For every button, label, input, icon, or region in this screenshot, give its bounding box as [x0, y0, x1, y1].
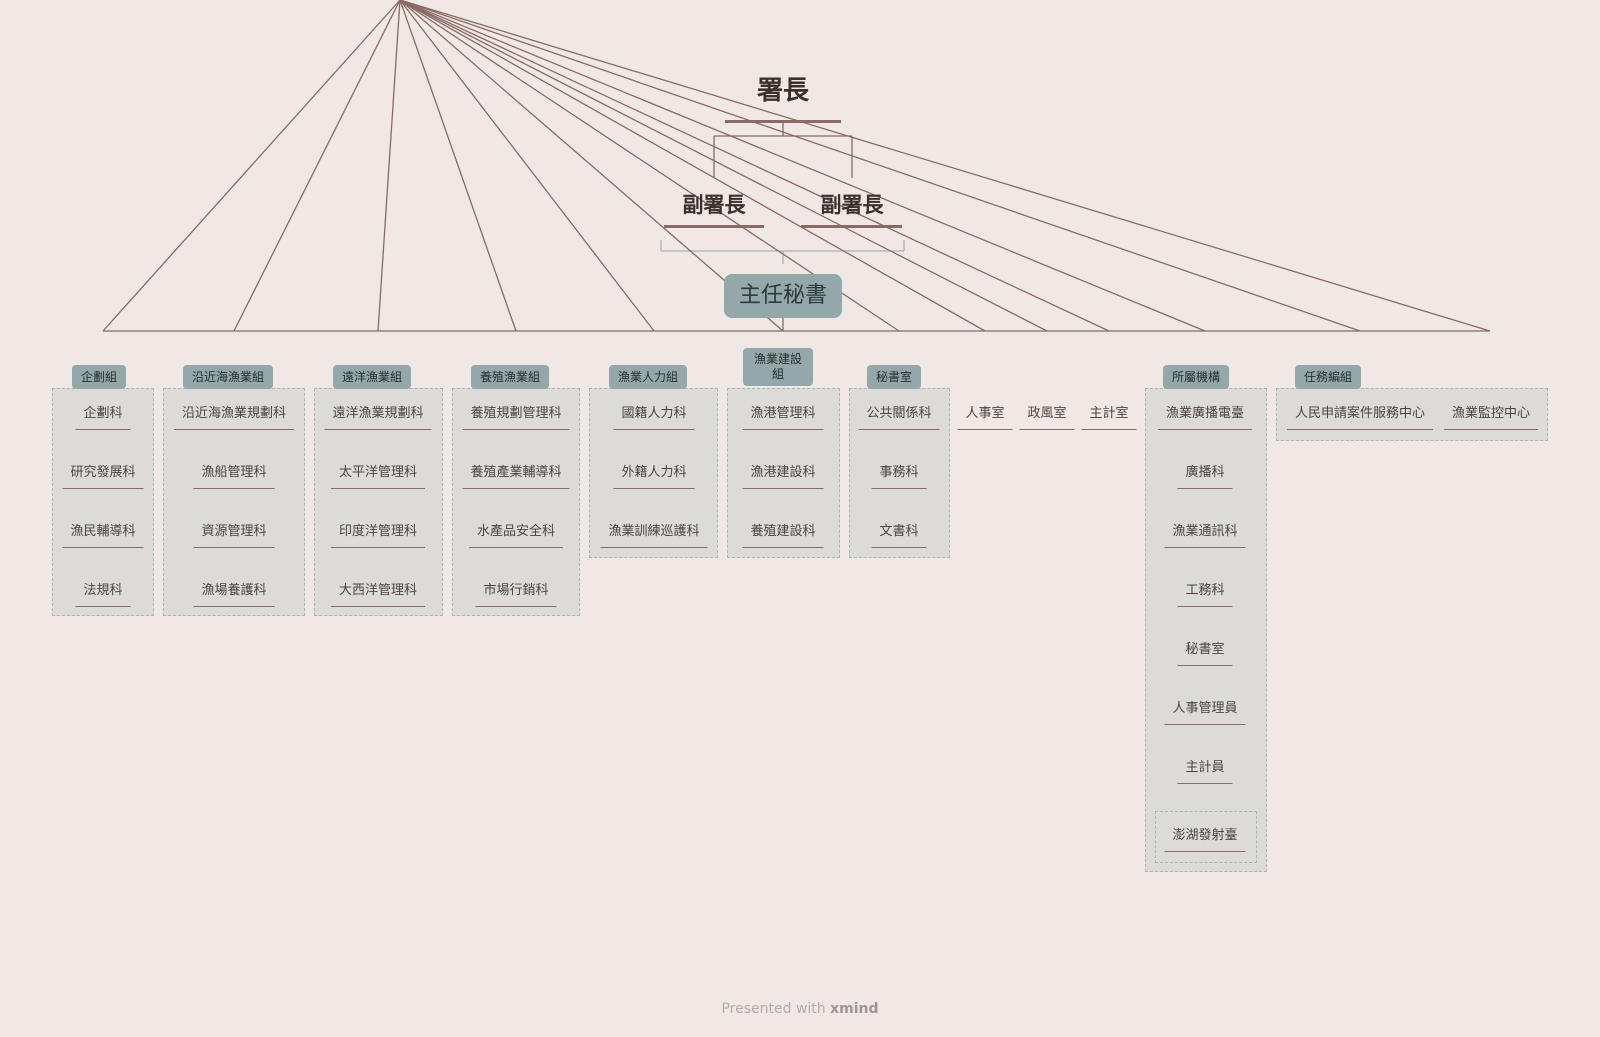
division-item: 研究發展科	[62, 464, 144, 489]
connector-line	[399, 0, 1048, 332]
connector-line	[399, 0, 784, 332]
division-item: 外籍人力科	[613, 464, 695, 489]
xmind-logo: xmind	[830, 1001, 879, 1017]
footer-credit: Presented with xmind	[721, 1001, 878, 1017]
group-box-penghu	[1155, 811, 1257, 863]
connector-line	[399, 0, 1110, 332]
group-box-manpower	[589, 388, 718, 558]
division-item: 遠洋漁業規劃科	[324, 405, 432, 430]
group-box-aquaculture	[452, 388, 580, 616]
director-title: 署長	[756, 76, 810, 106]
connector-line	[399, 0, 655, 332]
task-force-item: 人民申請案件服務中心	[1286, 405, 1434, 430]
division-header: 企劃組	[71, 365, 127, 389]
affiliated-item: 工務科	[1177, 582, 1233, 607]
division-item: 事務科	[871, 464, 927, 489]
deputy-underline-1	[664, 225, 764, 228]
division-header: 遠洋漁業組	[332, 365, 412, 389]
division-item: 企劃科	[75, 405, 131, 430]
affiliated-item: 漁業廣播電臺	[1157, 405, 1253, 430]
office-item: 政風室	[1019, 405, 1075, 430]
connector-line	[399, 0, 1206, 332]
division-item: 市場行銷科	[475, 582, 557, 607]
deputy-underline-2	[801, 225, 902, 228]
division-item: 養殖建設科	[742, 523, 824, 548]
affiliated-item: 主計員	[1177, 759, 1233, 784]
group-box-affiliated	[1145, 388, 1267, 872]
affiliated-header: 所屬機構	[1162, 365, 1230, 389]
division-item: 印度洋管理科	[330, 523, 426, 548]
director-underline	[725, 120, 841, 123]
connector-line	[377, 0, 401, 332]
group-box-secretariat	[849, 388, 950, 558]
group-box-deep-sea	[314, 388, 443, 616]
connector-line	[399, 0, 517, 332]
group-box-coastal	[163, 388, 305, 616]
connector-line	[102, 0, 401, 332]
division-item: 資源管理科	[193, 523, 275, 548]
deputy-director-1: 副署長	[682, 193, 746, 217]
division-item: 文書科	[871, 523, 927, 548]
affiliated-item: 廣播科	[1177, 464, 1233, 489]
connector-line	[399, 0, 1491, 332]
affiliated-item: 人事管理員	[1164, 700, 1246, 725]
chief-secretary: 主任秘書	[724, 274, 842, 318]
division-header: 沿近海漁業組	[182, 365, 274, 389]
connector-line	[399, 0, 1361, 332]
division-item: 漁港建設科	[742, 464, 824, 489]
affiliated-item: 秘書室	[1177, 641, 1233, 666]
office-item: 主計室	[1081, 405, 1137, 430]
division-item: 漁港管理科	[742, 405, 824, 430]
division-item: 沿近海漁業規劃科	[173, 405, 295, 430]
division-item: 國籍人力科	[613, 405, 695, 430]
affiliated-item: 漁業通訊科	[1164, 523, 1246, 548]
division-item: 法規科	[75, 582, 131, 607]
footer-prefix: Presented with	[721, 1001, 826, 1017]
division-item: 公共關係科	[858, 405, 940, 430]
division-item: 漁船管理科	[193, 464, 275, 489]
task-force-header: 任務編組	[1294, 365, 1362, 389]
division-header: 漁業建設組	[743, 348, 813, 386]
connector-line	[399, 0, 986, 332]
group-box-construction	[727, 388, 840, 558]
division-header: 養殖漁業組	[470, 365, 550, 389]
division-item: 養殖產業輔導科	[462, 464, 570, 489]
group-box-task-force	[1276, 388, 1548, 441]
division-header: 漁業人力組	[608, 365, 688, 389]
division-item: 漁民輔導科	[62, 523, 144, 548]
affiliated-sub-item: 澎湖發射臺	[1164, 827, 1246, 852]
division-item: 太平洋管理科	[330, 464, 426, 489]
connector-line	[233, 0, 401, 332]
task-force-item: 漁業監控中心	[1443, 405, 1539, 430]
division-item: 漁業訓練巡護科	[600, 523, 708, 548]
division-item: 養殖規劃管理科	[462, 405, 570, 430]
division-item: 大西洋管理科	[330, 582, 426, 607]
division-header: 秘書室	[866, 365, 922, 389]
division-item: 水產品安全科	[468, 523, 564, 548]
deputy-director-2: 副署長	[820, 193, 884, 217]
division-item: 漁場養護科	[193, 582, 275, 607]
group-box-planning	[52, 388, 154, 616]
office-item: 人事室	[957, 405, 1013, 430]
